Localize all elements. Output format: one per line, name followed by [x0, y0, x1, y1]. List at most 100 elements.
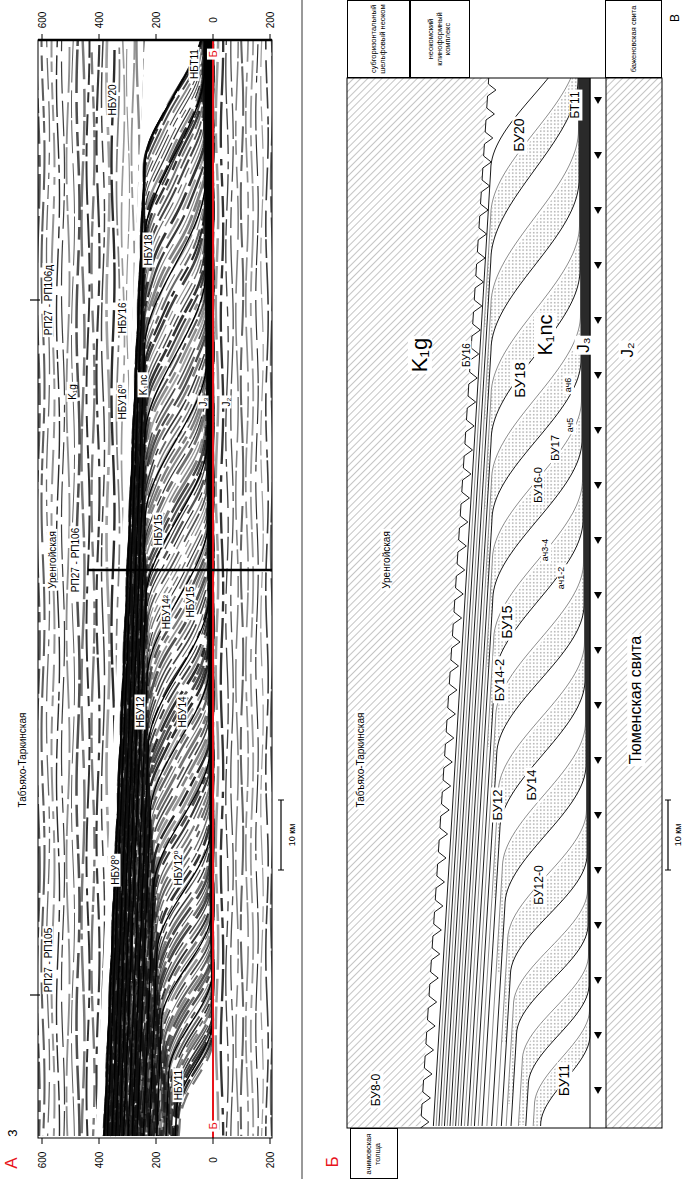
clinoform-line — [447, 78, 579, 1126]
horizon-line — [116, 40, 206, 1136]
axis-value: 600 — [37, 1150, 48, 1171]
bed-label: БУ18 — [512, 360, 529, 400]
clinoform-line — [501, 78, 587, 1126]
axis-tick — [213, 1138, 214, 1144]
bazhenov-triangle — [594, 152, 602, 159]
bazhenov-triangle — [594, 207, 602, 214]
horizon-tag: Б — [207, 1120, 219, 1131]
stratigraphic-index: J₃ — [198, 395, 209, 408]
clinoform-line — [518, 78, 588, 1126]
seismic-line-name: РП27 - РП106д — [43, 263, 54, 337]
panel-edge — [38, 39, 272, 42]
horizon-tag: НБУ14 — [177, 694, 188, 729]
stratigraphic-index: K₁g — [67, 382, 78, 402]
axis-tick — [156, 34, 157, 40]
bazhenov-triangle — [594, 977, 602, 984]
seismic-trace — [241, 40, 243, 1136]
bazhenov-triangle — [594, 537, 602, 544]
clinoform-line — [492, 78, 586, 1126]
horizon-tag: НБУ16⁰ — [117, 382, 128, 421]
axis-tick — [213, 34, 214, 40]
area-name: Уренгойская — [381, 529, 392, 591]
seismic-trace — [97, 40, 100, 1136]
well-line — [88, 569, 272, 572]
clinoform-line — [511, 78, 588, 1126]
seismic-line-name: РП27 - РП105 — [43, 926, 54, 994]
axis-value: 400 — [94, 1150, 105, 1171]
bazhenov-triangle — [594, 702, 602, 709]
seismic-trace — [256, 40, 258, 1136]
horizon-line — [124, 40, 208, 1136]
clinoform-reflectors — [104, 40, 214, 1136]
horizon-tag: НБУ12⁰ — [173, 848, 184, 887]
bed-label: БУ15 — [500, 603, 515, 640]
drawing-line — [278, 870, 284, 871]
drawing-line — [278, 800, 284, 801]
stratigraphic-index: K₁g — [408, 336, 432, 374]
tyumen-hatch — [606, 78, 662, 1128]
horizon-line — [120, 40, 207, 1136]
clinoform-line — [487, 78, 586, 1126]
horizon-line — [104, 40, 201, 1136]
panel-divider — [302, 0, 303, 1179]
axis-tick — [99, 34, 100, 40]
seismic-trace — [82, 40, 85, 1136]
bed-label: БУ14-2 — [493, 657, 507, 704]
axis-tick — [42, 1138, 43, 1144]
horizon-line — [166, 40, 212, 1136]
cell-text: субгоризонтальный шельфовый неоком — [370, 3, 387, 75]
clinoform-line — [506, 78, 587, 1126]
bed-label: ач5 — [566, 416, 576, 435]
horizon-tag: НБУ11 — [173, 1068, 184, 1102]
stratigraphic-index: J₃ — [575, 335, 594, 354]
direction-label: З — [7, 1127, 20, 1138]
seismic-trace — [108, 40, 205, 1136]
seismic-trace — [110, 40, 206, 1136]
axis-value: 0 — [208, 15, 219, 25]
bed-label: ач1-2 — [557, 565, 567, 592]
clinoform-line — [471, 78, 583, 1126]
stratigraphic-index: J₂ — [619, 340, 638, 359]
cell-text: баженовская свита — [629, 3, 638, 75]
horizon-tag: НБУ16 — [117, 300, 128, 335]
seismic-section — [38, 40, 272, 1136]
seismic-trace — [92, 40, 95, 1136]
bazhenov-triangle — [594, 592, 602, 599]
horizon-tag: НБУ20 — [107, 82, 118, 117]
axis-value: 200 — [265, 1150, 276, 1171]
bed-label: БУ20 — [512, 116, 527, 153]
seismic-trace — [102, 40, 105, 1136]
area-name: Табъяхо-Таркинская — [17, 711, 28, 810]
clinoform-line — [453, 78, 581, 1126]
drawing-line — [665, 870, 671, 871]
seismic-trace — [111, 40, 206, 1136]
axis-value: 400 — [94, 10, 105, 31]
sand-wedge — [490, 565, 584, 823]
cell-text: ачимовская толща — [365, 1131, 382, 1176]
bed-label: БУ12-0 — [533, 863, 546, 906]
bazhenov-triangle — [594, 317, 602, 324]
header-cell: баженовская свита — [605, 0, 662, 78]
horizon-tag: НБУ8⁰ — [110, 853, 121, 886]
clinoform-line — [474, 78, 584, 1126]
seismic-trace — [236, 40, 238, 1136]
seismic-trace — [110, 40, 206, 1136]
bazhenov-boundary — [606, 78, 607, 1128]
axis-value: 200 — [151, 1150, 162, 1171]
bed-label: БУ8-0 — [370, 1072, 383, 1109]
clinoform-line — [456, 78, 581, 1126]
seismic-trace — [216, 40, 218, 1136]
bed-label: БУ16 — [461, 341, 472, 369]
geologic-section — [347, 78, 662, 1128]
horizon-tag: НБТ11 — [189, 47, 200, 81]
axis-tick — [42, 34, 43, 40]
bazhenov-triangle — [594, 867, 602, 874]
panel-letter: А — [3, 1155, 22, 1170]
header-cell: неокомский клиноформный комплекс — [410, 0, 470, 78]
stratigraphic-index: K₁nc — [138, 373, 149, 398]
horizon-line — [128, 40, 208, 1136]
bed-label: ач3-4 — [541, 537, 551, 564]
axis-tick — [270, 1138, 271, 1144]
bazhenov-triangle — [594, 812, 602, 819]
